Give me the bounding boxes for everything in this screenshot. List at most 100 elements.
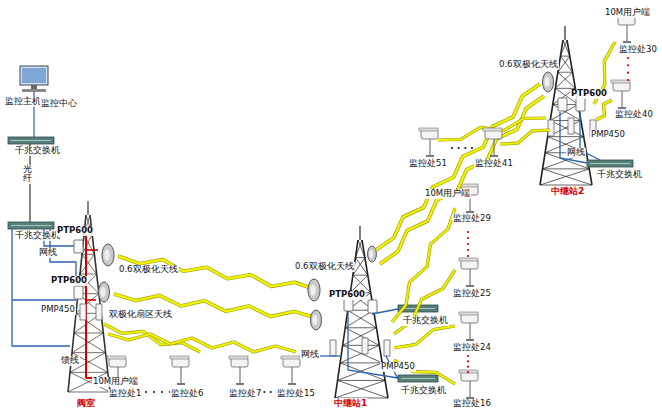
dish-antenna-face	[101, 287, 106, 297]
radio-unit	[558, 98, 567, 111]
camera-hood	[229, 356, 248, 359]
tower-brace	[338, 380, 386, 381]
tower-brace	[548, 121, 581, 137]
tower-brace	[68, 392, 110, 393]
dish-antenna-face	[545, 77, 550, 87]
sector-antenna	[96, 304, 102, 320]
tower-mast	[564, 26, 565, 40]
wireless-link	[392, 208, 455, 322]
camera-label: 监控处16	[452, 399, 492, 409]
camera-base	[618, 107, 626, 109]
dish-antenna-face	[310, 285, 316, 296]
device-label: PTP600	[50, 276, 88, 286]
camera-body	[461, 372, 478, 381]
wireless-link-edge	[394, 326, 455, 348]
radio-unit	[344, 298, 353, 311]
camera-pole	[469, 268, 470, 286]
radio-unit	[74, 286, 83, 299]
switch-label: 千兆交换机	[400, 386, 447, 396]
camera-base	[426, 155, 434, 157]
monitor-screen	[20, 66, 48, 85]
ellipsis-dot	[467, 255, 469, 257]
tower-mast	[359, 226, 360, 240]
tower-brace	[345, 327, 376, 328]
ellipsis-dot	[467, 249, 469, 251]
fiber-label: 光纤	[22, 165, 33, 184]
dish-antenna	[543, 72, 554, 92]
antenna-label: 0.6双极化天线	[118, 265, 179, 275]
feeder-line	[86, 249, 98, 251]
sector-antenna	[330, 340, 336, 356]
camera-body	[283, 358, 300, 367]
camera-label: 监控处40	[614, 110, 654, 120]
switch-ports	[11, 140, 51, 141]
camera-body	[461, 314, 478, 323]
wire-line	[560, 112, 587, 163]
tower-brace	[555, 72, 572, 88]
cable-label: 网线	[566, 148, 586, 158]
ellipsis-dot	[161, 391, 163, 393]
camera-base	[490, 155, 498, 157]
switch-icon	[398, 375, 438, 382]
switch-label: 千兆交换机	[596, 170, 643, 180]
dish-antenna-face	[369, 250, 373, 258]
tower-brace	[335, 380, 385, 398]
tower-brace	[355, 257, 364, 258]
camera-hood	[107, 356, 126, 359]
camera-base	[466, 339, 474, 341]
ellipsis-dot	[467, 231, 469, 233]
camera-label: 监控处7	[228, 389, 262, 399]
wireless-link	[108, 334, 296, 352]
camera-label: 监控处51	[408, 159, 448, 169]
ellipsis-dot	[458, 147, 460, 149]
camera-hood	[483, 128, 502, 131]
radio-unit	[576, 98, 585, 111]
ellipsis-dot	[467, 371, 469, 373]
dish-antenna	[368, 246, 377, 262]
ellipsis-dot	[464, 147, 466, 149]
ellipsis-dot	[153, 391, 155, 393]
tower-brace	[543, 169, 592, 185]
wireless-link-edge	[596, 100, 612, 120]
tower-leg	[90, 215, 110, 392]
tower-brace	[340, 363, 385, 381]
camera-pole	[626, 24, 627, 42]
radio-unit	[368, 300, 377, 313]
antenna-label: 双极化扇区天线	[108, 310, 173, 320]
tower-brace	[80, 274, 97, 275]
dish-antenna-face	[104, 250, 110, 261]
camera-label: 监控处25	[452, 289, 492, 299]
ellipsis-dot	[451, 147, 453, 149]
tower-brace	[70, 372, 108, 373]
tower-brace	[72, 333, 103, 353]
wireless-link	[394, 270, 455, 334]
device-label: PTP600	[328, 290, 366, 300]
feeder-line	[86, 299, 96, 301]
switch-label: 千兆交换机	[402, 316, 449, 326]
camera-body	[613, 82, 630, 91]
switch-icon	[587, 160, 633, 167]
wireless-link-edge	[108, 334, 296, 352]
wireless-link-edge	[500, 130, 550, 144]
camera-pole	[469, 322, 470, 340]
camera-label: 监控处15	[276, 389, 316, 399]
tower-brace	[560, 56, 572, 72]
camera-body	[172, 358, 189, 367]
sector-antenna	[548, 120, 554, 136]
cable-label: 网线	[300, 350, 320, 360]
tower-brace	[353, 258, 365, 276]
sector-antenna	[384, 340, 390, 356]
wireless-link-edge	[392, 208, 455, 322]
wireless-link-edge	[376, 84, 540, 250]
ellipsis-dot	[627, 72, 629, 74]
camera-pole	[469, 380, 470, 398]
monitor-stand	[31, 85, 37, 89]
wireless-link	[118, 256, 316, 290]
wireless-link	[394, 326, 455, 348]
tower-brace	[74, 333, 103, 334]
switch-label: 千兆交换机	[14, 146, 61, 156]
tower-brace	[340, 345, 379, 363]
ellipsis-dot	[145, 391, 147, 393]
tower-brace	[558, 72, 573, 73]
